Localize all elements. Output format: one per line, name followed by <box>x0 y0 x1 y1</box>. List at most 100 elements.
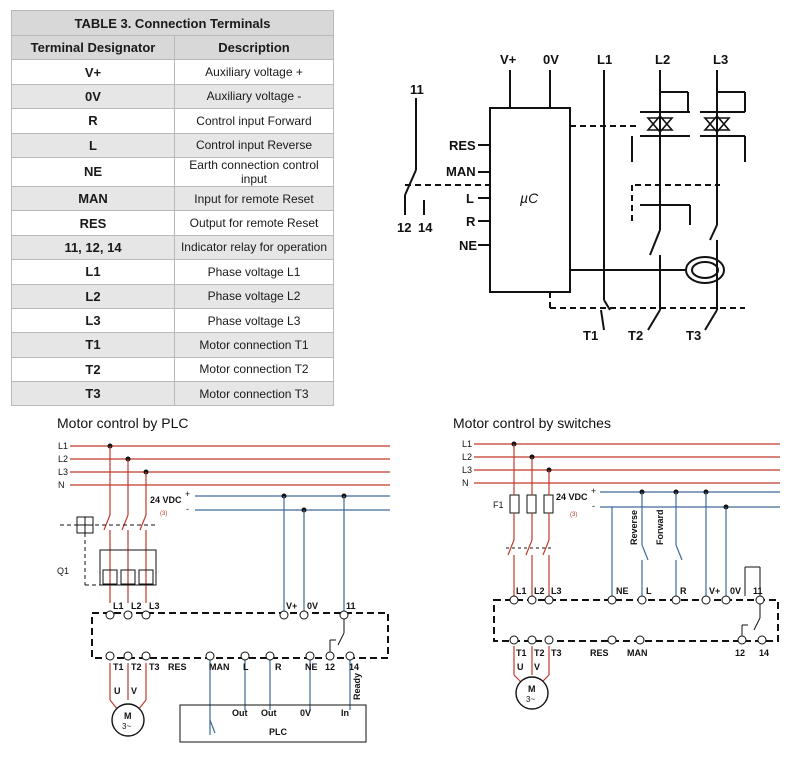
designator-cell: T2 <box>11 356 175 383</box>
sw-bottom-14: 14 <box>759 648 769 658</box>
description-cell: Auxiliary voltage + <box>174 59 334 85</box>
block-label-l: L <box>466 191 474 206</box>
fuse-label: F1 <box>493 500 504 510</box>
plc-bottom-t2: T2 <box>131 662 142 672</box>
reverse-switch-label: Reverse <box>629 510 639 545</box>
block-label-l1: L1 <box>597 52 612 67</box>
sw-motor-v: V <box>534 662 540 672</box>
designator-cell: L <box>11 132 175 158</box>
block-label-l3: L3 <box>713 52 728 67</box>
connection-terminals-table: TABLE 3. Connection Terminals Terminal D… <box>11 10 334 407</box>
description-cell: Output for remote Reset <box>174 210 334 236</box>
description-cell: Phase voltage L2 <box>174 283 334 309</box>
plc-bus-n: N <box>58 480 65 490</box>
plc-bottom-r: R <box>275 662 282 672</box>
plc-bus-l3: L3 <box>58 467 68 477</box>
table-caption: TABLE 3. Connection Terminals <box>11 10 334 36</box>
sw-bus-n: N <box>462 478 469 488</box>
designator-cell: 0V <box>11 83 175 110</box>
designator-cell: NE <box>11 156 175 187</box>
plc-top-l3: L3 <box>149 601 160 611</box>
description-cell: Phase voltage L1 <box>174 259 334 285</box>
table-row: V+Auxiliary voltage + <box>11 59 334 85</box>
description-cell: Phase voltage L3 <box>174 307 334 334</box>
plc-motor-v: V <box>131 686 137 696</box>
plc-top-l2: L2 <box>131 601 142 611</box>
block-label-man: MAN <box>446 164 476 179</box>
block-label-12: 12 <box>397 220 411 235</box>
block-label-t2: T2 <box>628 328 643 343</box>
sw-top-11: 11 <box>753 586 763 596</box>
description-cell: Auxiliary voltage - <box>174 83 334 110</box>
plc-term-0v: 0V <box>300 708 311 718</box>
block-label-14: 14 <box>418 220 433 235</box>
block-label-0v: 0V <box>543 52 559 67</box>
sw-top-l2: L2 <box>534 586 545 596</box>
plc-motor-3: 3~ <box>122 722 131 731</box>
sw-top-l: L <box>646 586 652 596</box>
sw-motor: M 3~ <box>515 676 549 710</box>
designator-cell: RES <box>11 210 175 236</box>
designator-cell: V+ <box>11 59 175 85</box>
plc-motor-u: U <box>114 686 121 696</box>
plc-diagram-heading: Motor control by PLC <box>57 415 189 431</box>
block-label-11: 11 <box>410 82 424 97</box>
plc-top-l1: L1 <box>113 601 124 611</box>
sw-bottom-t2: T2 <box>534 648 545 658</box>
block-label-r: R <box>466 214 476 229</box>
plc-bottom-t1: T1 <box>113 662 124 672</box>
sw-top-l1: L1 <box>516 586 527 596</box>
block-label-t1: T1 <box>583 328 598 343</box>
sw-note: (3) <box>570 512 577 518</box>
plc-bottom-man: MAN <box>209 662 230 672</box>
block-label-res: RES <box>449 138 476 153</box>
plc-bus-l2: L2 <box>58 454 68 464</box>
sw-bottom-t1: T1 <box>516 648 527 658</box>
plc-top-vplus: V+ <box>286 601 297 611</box>
plc-bottom-14: 14 <box>349 662 359 672</box>
sw-top-0v: 0V <box>730 586 741 596</box>
designator-cell: MAN <box>11 185 175 212</box>
sw-bus-l1: L1 <box>462 439 472 449</box>
description-cell: Control input Reverse <box>174 132 334 158</box>
description-cell: Motor connection T1 <box>174 332 334 358</box>
sw-supply-plus: + <box>591 486 596 496</box>
block-label-ne: NE <box>459 238 477 253</box>
plc-term-in: In <box>341 708 349 718</box>
plc-bus-l1: L1 <box>58 441 68 451</box>
description-cell: Motor connection T3 <box>174 381 334 407</box>
microcontroller-label: µC <box>520 190 539 206</box>
forward-switch-label: Forward <box>655 509 665 545</box>
designator-cell: T1 <box>11 332 175 358</box>
description-cell: Control input Forward <box>174 108 334 134</box>
sw-bottom-res: RES <box>590 648 609 658</box>
plc-top-0v: 0V <box>307 601 318 611</box>
sw-supply-minus: - <box>592 501 595 511</box>
plc-ready-label: Ready <box>352 673 362 700</box>
plc-bottom-12: 12 <box>325 662 335 672</box>
plc-bottom-l: L <box>243 662 249 672</box>
breaker-label: Q1 <box>57 566 69 576</box>
sw-bottom-12: 12 <box>735 648 745 658</box>
block-label-vplus: V+ <box>500 52 517 67</box>
sw-motor-u: U <box>517 662 524 672</box>
plc-bottom-res: RES <box>168 662 187 672</box>
plc-term-out2: Out <box>261 708 277 718</box>
block-label-t3: T3 <box>686 328 701 343</box>
switch-diagram-heading: Motor control by switches <box>453 415 611 431</box>
sw-top-r: R <box>680 586 687 596</box>
plc-bottom-ne: NE <box>305 662 318 672</box>
plc-bottom-t3: T3 <box>149 662 160 672</box>
